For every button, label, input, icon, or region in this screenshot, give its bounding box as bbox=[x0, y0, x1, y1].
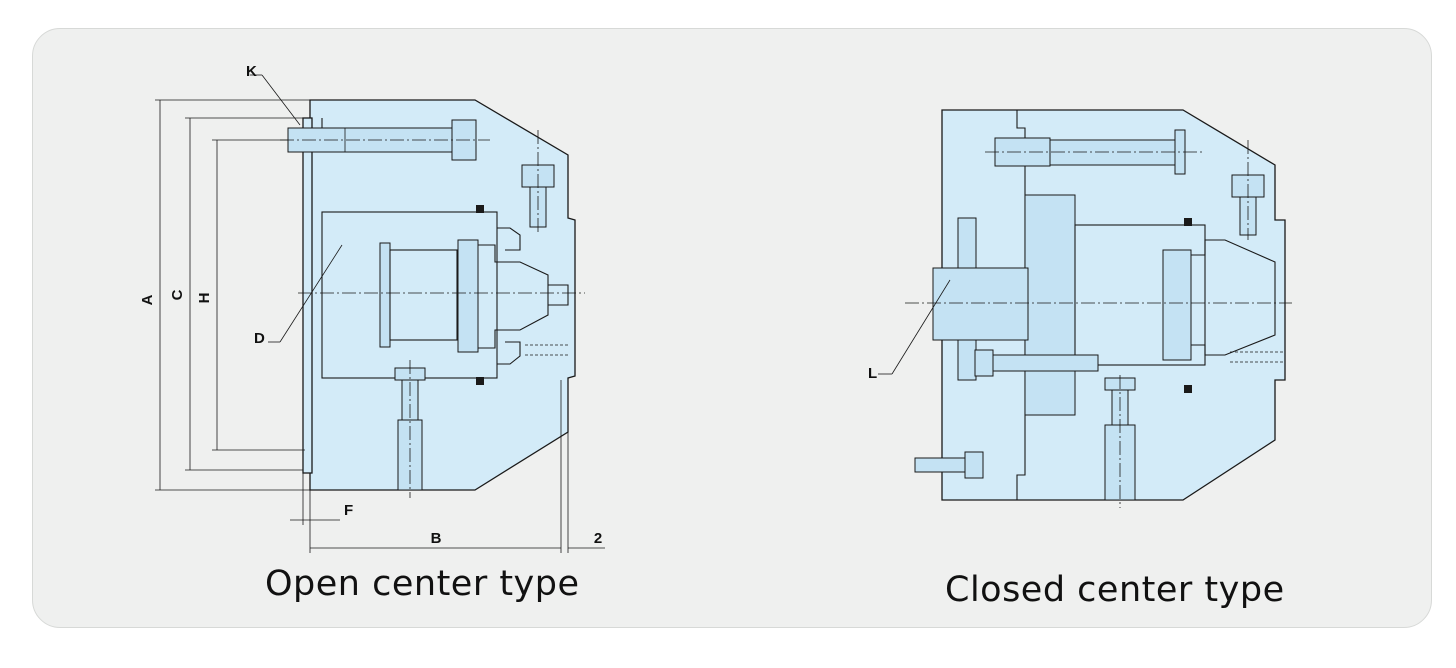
dim-label-A: A bbox=[139, 294, 156, 305]
dim-label-K: K bbox=[246, 63, 257, 80]
caption-closed-center: Closed center type bbox=[945, 570, 1285, 610]
dim-label-gap: 2 bbox=[594, 530, 602, 547]
caption-open-center: Open center type bbox=[265, 564, 580, 604]
dim-label-D: D bbox=[254, 330, 265, 347]
open-center-drawing: A C H K D F B 2 bbox=[139, 63, 605, 553]
open-dimensions bbox=[155, 74, 605, 553]
dim-label-B: B bbox=[431, 530, 442, 547]
dim-label-C: C bbox=[169, 289, 186, 300]
open-mount-plate bbox=[302, 117, 313, 474]
open-body bbox=[309, 99, 576, 491]
closed-center-drawing: L bbox=[868, 109, 1292, 508]
closed-shaft bbox=[932, 267, 1029, 341]
dim-label-L: L bbox=[868, 365, 877, 382]
dim-label-H: H bbox=[196, 293, 213, 304]
dim-label-F: F bbox=[344, 502, 353, 519]
